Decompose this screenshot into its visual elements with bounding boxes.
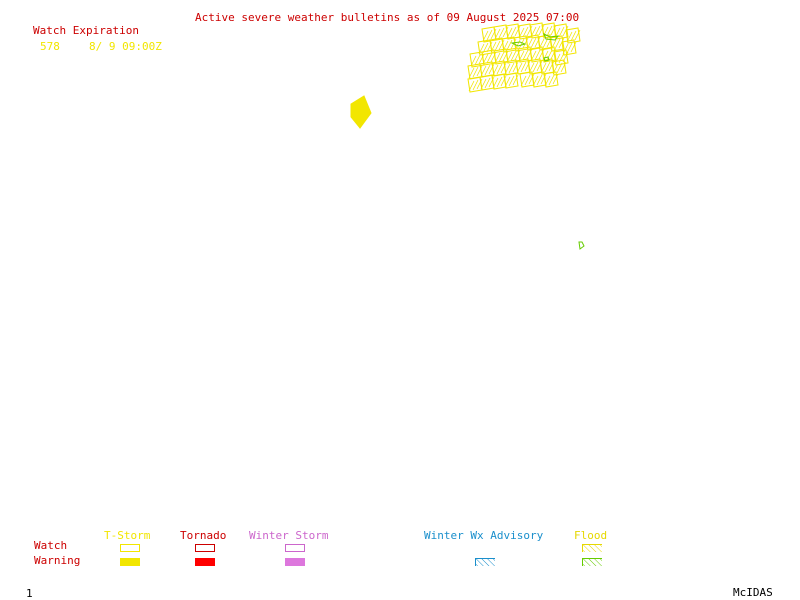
tornado-watch-swatch (195, 544, 215, 552)
legend-row-watch: Watch (34, 539, 68, 552)
watch-number: 578 (40, 40, 60, 53)
legend-label-winter-storm: Winter Storm (249, 529, 329, 542)
frame-number: 1 (26, 587, 33, 600)
bulletin-title: Active severe weather bulletins as of 09… (195, 11, 580, 24)
watch-expiration-time: 8/ 9 09:00Z (89, 40, 162, 53)
watch-county-cell (543, 71, 559, 88)
tstorm-warning-swatch (120, 558, 140, 566)
software-label: McIDAS (733, 586, 773, 599)
flood-warning-area-4 (578, 241, 585, 250)
legend-label-flood: Flood (574, 529, 608, 542)
winter-wx-advisory-swatch (475, 558, 495, 566)
flood-warning-area-2 (543, 32, 560, 41)
flood-watch-swatch (582, 544, 602, 552)
flood-warning-swatch (582, 558, 602, 566)
legend-label-winter-wx-advisory: Winter Wx Advisory (424, 529, 544, 542)
winter-storm-watch-swatch (285, 544, 305, 552)
watch-county-cell (541, 46, 557, 63)
legend-row-warning: Warning (34, 554, 81, 567)
watch-county-cell (551, 59, 567, 76)
tornado-warning-swatch (195, 558, 215, 566)
legend-label-tornado: Tornado (180, 529, 227, 542)
tstorm-watch-578-area (467, 22, 581, 93)
tstorm-warning-polygon (350, 95, 372, 129)
watch-county-cell (527, 58, 543, 75)
flood-warning-areas (510, 32, 585, 250)
legend-label-tstorm: T-Storm (104, 529, 151, 542)
flood-warning-area-3 (543, 56, 550, 62)
flood-warning-area-1 (510, 41, 527, 47)
watch-county-cell (503, 72, 519, 89)
watch-expiration-label: Watch Expiration (33, 24, 139, 37)
tstorm-watch-swatch (120, 544, 140, 552)
watch-county-cell (565, 27, 581, 44)
winter-storm-warning-swatch (285, 558, 305, 566)
